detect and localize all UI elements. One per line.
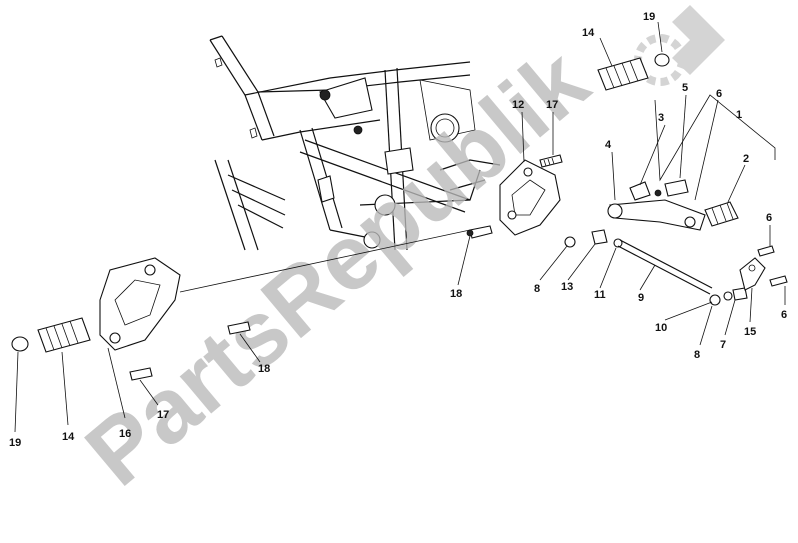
callout-14-left: 14 [62, 431, 75, 443]
callout-6-top: 6 [716, 88, 722, 100]
left-footrest-assembly [11, 229, 471, 381]
callout-19-top: 19 [643, 11, 655, 23]
callout-6-right: 6 [766, 212, 772, 224]
right-footrest-assembly [466, 53, 788, 306]
callout-18-left: 18 [258, 363, 270, 375]
callout-8-mid: 8 [534, 283, 540, 295]
callout-4: 4 [605, 139, 612, 151]
callout-5: 5 [682, 82, 688, 94]
callout-19-left: 19 [9, 437, 21, 449]
callout-2: 2 [743, 153, 749, 165]
leader-lines [14, 21, 786, 433]
callout-11: 11 [594, 289, 606, 301]
callout-14-top: 14 [582, 27, 595, 39]
callout-16: 16 [119, 428, 131, 440]
callout-12: 12 [512, 99, 524, 111]
callout-6-low: 6 [781, 309, 787, 321]
callout-17-left: 17 [157, 409, 169, 421]
callout-8-low: 8 [694, 349, 700, 361]
callout-15: 15 [744, 326, 756, 338]
callout-labels: 19 14 17 12 5 6 1 3 4 2 6 18 8 13 11 9 1… [9, 11, 787, 449]
callout-1: 1 [736, 109, 742, 121]
callout-7: 7 [720, 339, 726, 351]
callout-10: 10 [655, 322, 667, 334]
callout-3: 3 [658, 112, 664, 124]
callout-13: 13 [561, 281, 573, 293]
callout-17-top: 17 [546, 99, 558, 111]
callout-9: 9 [638, 292, 644, 304]
motorcycle-frame [209, 35, 501, 251]
callout-18-mid: 18 [450, 288, 462, 300]
